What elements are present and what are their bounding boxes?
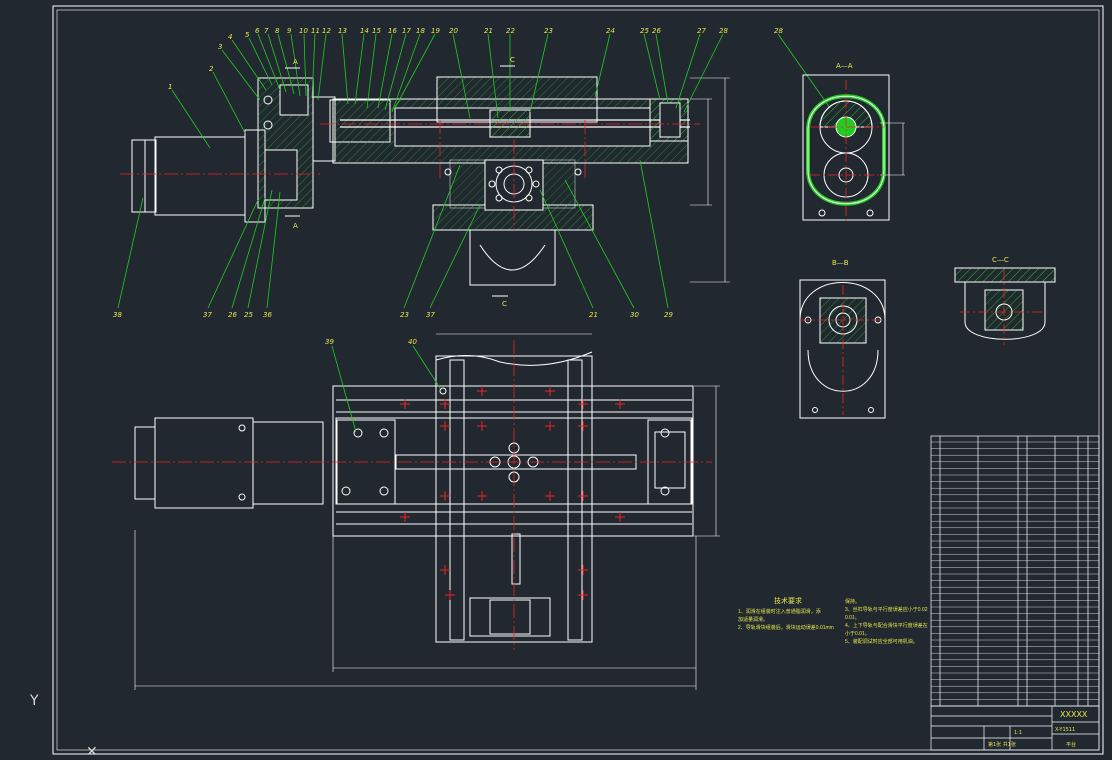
cut-mark-a-bottom: A — [293, 222, 298, 230]
cut-mark-c-top: C — [510, 56, 515, 64]
balloon-label: 7 — [264, 27, 269, 35]
tech-line: 保持。 — [845, 599, 861, 605]
tech-line: 1、润滑在组装时注入普通脂润滑，添 — [738, 609, 821, 615]
section-cc-label: C—C — [992, 256, 1009, 264]
balloon-label: 3 — [218, 43, 222, 51]
balloon-label: 13 — [338, 27, 347, 35]
section-bb-label: B—B — [832, 259, 849, 267]
section-bb-view — [799, 279, 886, 419]
balloon-label: 29 — [664, 311, 673, 319]
balloon-label: 1 — [168, 83, 172, 91]
tech-line: 5、装配调试时应全部可用机油。 — [845, 639, 918, 645]
plan-leaders — [331, 345, 441, 433]
drawing-number: X-Y1511 — [1055, 727, 1075, 733]
section-aa-centerlines — [810, 80, 884, 222]
balloon-label: 28 — [774, 27, 783, 35]
tech-line: 4、上下导轨与配合滑块平行度误差在 — [845, 623, 928, 629]
tech-line: 2、导轨滑块组装后，滑块运动误差0.01mm — [738, 625, 834, 631]
balloon-label: 37 — [203, 311, 212, 319]
balloon-label: 36 — [263, 311, 272, 319]
balloons-plan: 39 40 — [325, 338, 417, 346]
balloon-label: 8 — [275, 27, 280, 35]
cut-mark-a-top: A — [293, 58, 298, 66]
balloon-label: 28 — [719, 27, 728, 35]
technical-requirements: 技术要求 1、润滑在组装时注入普通脂润滑，添 加适量润滑。 2、导轨滑块组装后，… — [738, 598, 838, 632]
balloon-label: 37 — [426, 311, 435, 319]
balloon-label: 17 — [402, 27, 411, 35]
balloon-label: 11 — [311, 27, 320, 35]
plan-cross-marks — [400, 386, 625, 600]
technical-requirements-continued: 保持。 3、丝杠导轨与平行度误差应小于0.02 0.01。 4、上下导轨与配合滑… — [845, 598, 930, 646]
balloon-label: 21 — [589, 311, 598, 319]
balloon-label: 26 — [228, 311, 237, 319]
balloon-label: 10 — [299, 27, 308, 35]
part-name: 平台 — [1066, 741, 1076, 748]
section-cc-centerlines — [960, 270, 1050, 345]
balloon-label: 4 — [228, 33, 232, 41]
balloon-label: 2 — [209, 65, 214, 73]
balloon-label: 19 — [431, 27, 440, 35]
cut-marks: A A C C — [293, 56, 515, 308]
balloon-label: 15 — [372, 27, 381, 35]
cut-mark-c-bottom: C — [502, 300, 507, 308]
balloon-label: 21 — [484, 27, 493, 35]
balloon-label: 9 — [287, 27, 292, 35]
plan-center-lines — [112, 340, 712, 650]
balloon-label: 39 — [325, 338, 334, 346]
ucs-y-axis-label: Y — [30, 693, 39, 709]
balloon-label: 23 — [544, 27, 553, 35]
title-block — [930, 705, 1100, 751]
drawing-code: XXXXX — [1060, 710, 1088, 719]
tech-line: 小于0.01。 — [845, 631, 870, 637]
tech-line: 加适量润滑。 — [738, 617, 769, 623]
balloon-label: 6 — [255, 27, 260, 35]
front-section-view — [131, 76, 730, 286]
balloons-top: 1 2 3 4 5 6 7 8 9 10 11 12 13 14 15 16 1… — [168, 27, 728, 91]
plan-view — [134, 333, 720, 690]
section-aa-label: A—A — [836, 62, 853, 70]
balloon-label: 14 — [360, 27, 369, 35]
balloon-label: 40 — [408, 338, 417, 346]
sheet-border — [52, 5, 1104, 755]
balloon-label: 12 — [322, 27, 331, 35]
ucs-x-axis-label: ✕ — [86, 744, 98, 760]
parts-list-rows — [931, 441, 1099, 700]
balloon-label: 27 — [697, 27, 706, 35]
balloons-bottom: 38 37 26 25 36 23 37 21 30 29 — [113, 311, 673, 319]
balloon-label: 18 — [416, 27, 425, 35]
balloon-label: 25 — [244, 311, 253, 319]
balloon-label: 22 — [506, 27, 515, 35]
cut-mark-lines — [285, 65, 515, 297]
section-aa-view — [802, 74, 905, 221]
balloon-label: 16 — [388, 27, 397, 35]
tech-line: 0.01。 — [845, 615, 860, 621]
balloon-label: 5 — [245, 31, 250, 39]
parts-list — [930, 435, 1100, 707]
section-cc-view — [954, 267, 1056, 340]
balloon-label: 20 — [449, 27, 458, 35]
tech-line: 3、丝杠导轨与平行度误差应小于0.02 — [845, 607, 928, 613]
title-block-text: XXXXX X-Y1511 平台 1:1 第1张 共1张 — [988, 710, 1088, 748]
balloon-label: 25 — [640, 27, 649, 35]
scale: 1:1 — [1014, 730, 1022, 736]
center-lines-top — [120, 120, 700, 230]
balloon-label: 23 — [400, 311, 409, 319]
balloon-label: 26 — [652, 27, 661, 35]
balloon-label: 24 — [606, 27, 615, 35]
balloon-label: 38 — [113, 311, 122, 319]
section-bb-centerlines — [800, 285, 885, 415]
balloon-label: 30 — [630, 311, 639, 319]
leader-lines-top — [117, 33, 831, 309]
tech-title: 技术要求 — [774, 598, 802, 605]
sheet-count: 第1张 共1张 — [988, 741, 1016, 748]
